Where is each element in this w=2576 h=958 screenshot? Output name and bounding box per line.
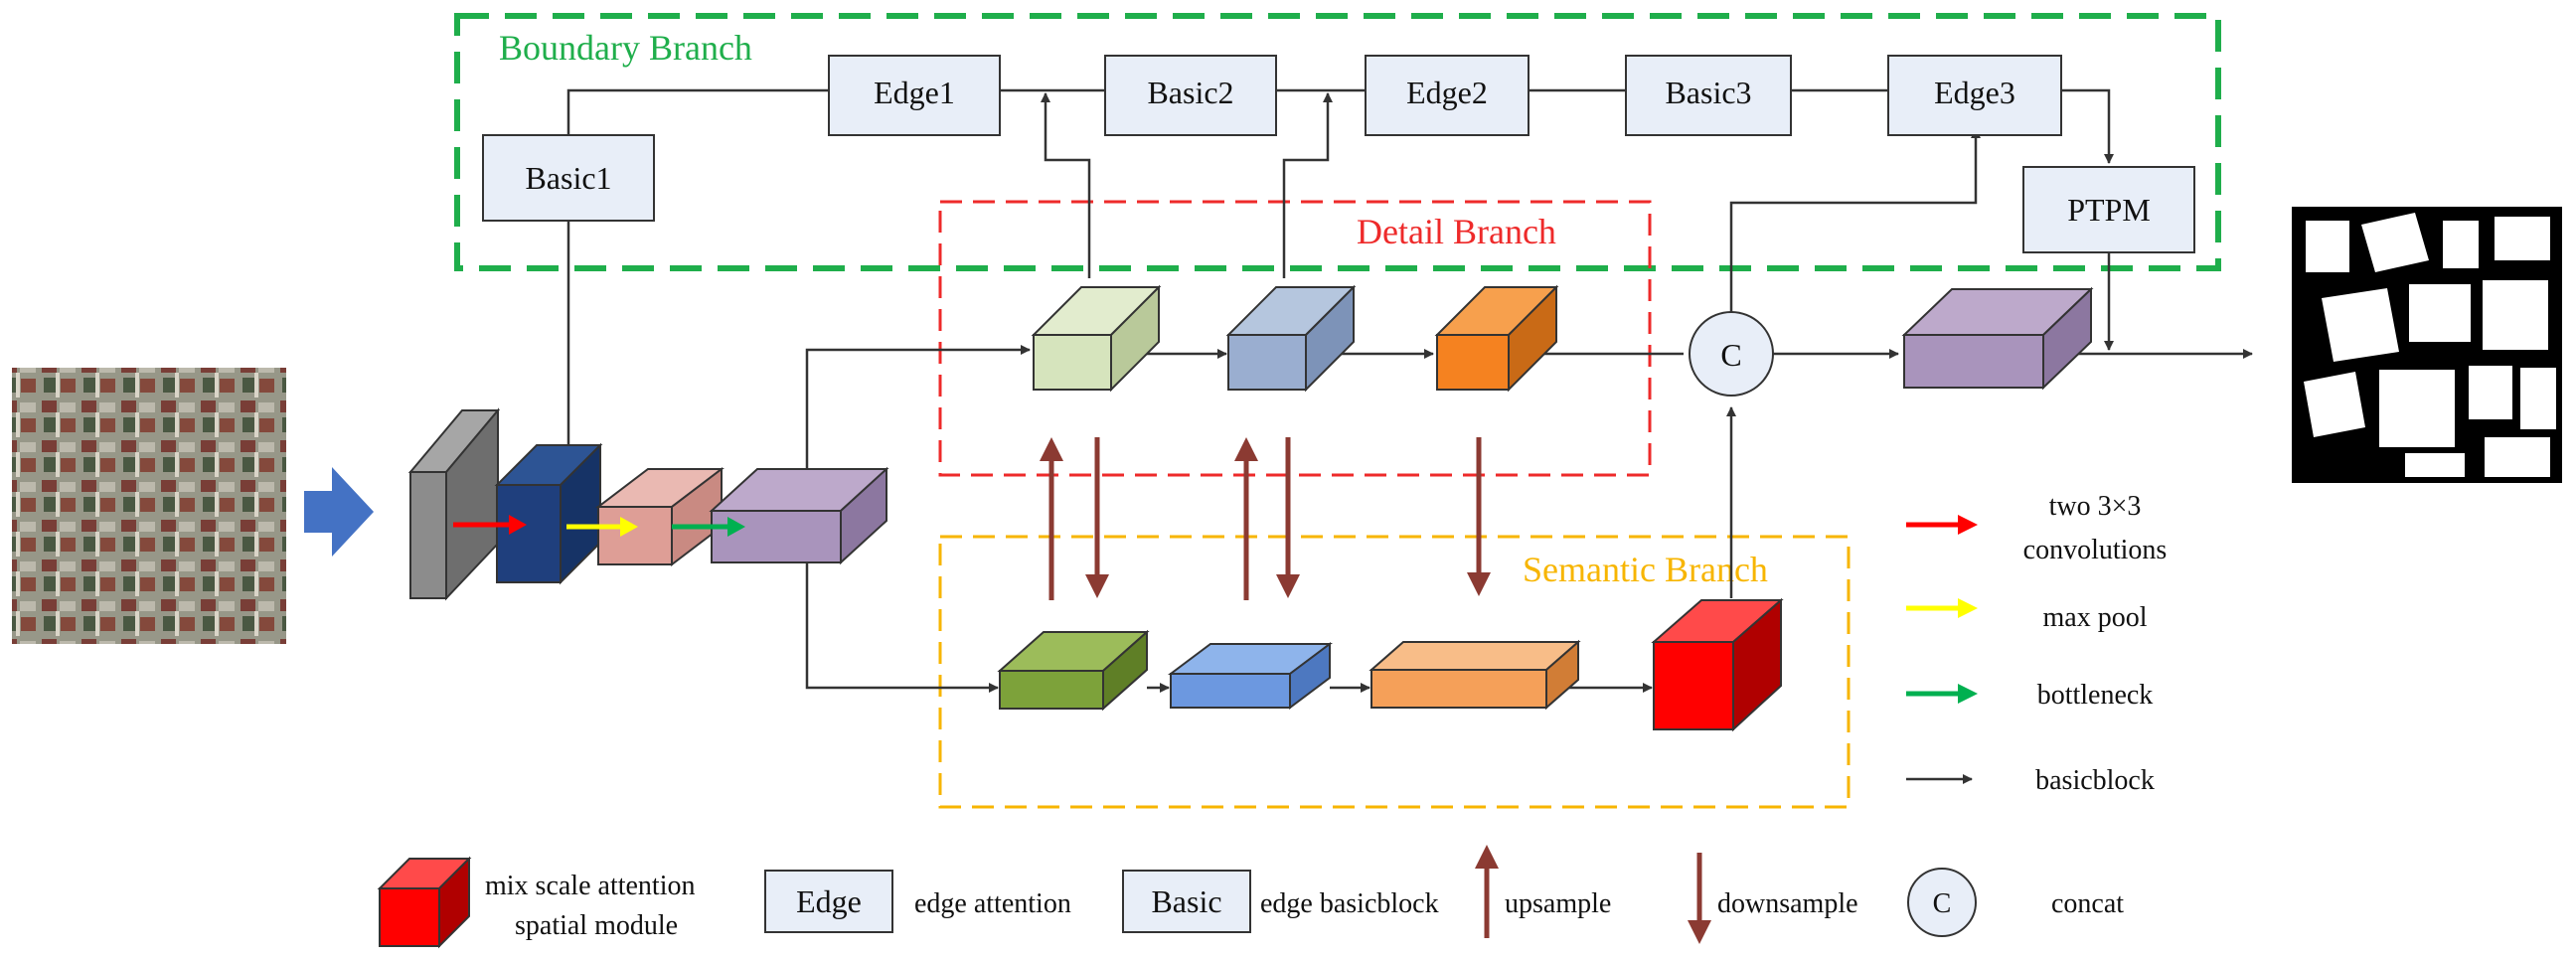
svg-text:C: C [1933, 888, 1952, 919]
detail-branch-title: Detail Branch [1357, 212, 1556, 251]
module-basic1: Basic1 [482, 134, 655, 222]
svg-text:PTPM: PTPM [2067, 192, 2151, 228]
boundary-branch-frame [454, 13, 2221, 271]
legend-basic-box [1122, 870, 1251, 933]
module-edge3: Edge3 [1887, 55, 2062, 136]
legend-bottom: mix scale attention spatial module Edge … [377, 845, 2124, 949]
svg-text:spatial module: spatial module [515, 910, 678, 941]
svg-text:downsample: downsample [1717, 888, 1858, 919]
encoder-cube-gray [407, 407, 501, 601]
svg-text:Basic: Basic [1151, 883, 1221, 919]
svg-text:concat: concat [2051, 888, 2124, 919]
detail-cube-orange [1434, 284, 1559, 393]
legend-edge-box [764, 870, 893, 933]
svg-text:Basic1: Basic1 [525, 160, 611, 196]
svg-text:Edge: Edge [796, 883, 862, 919]
boundary-branch-title: Boundary Branch [499, 28, 752, 68]
svg-text:C: C [1720, 337, 1741, 373]
sample-arrows [1040, 437, 1491, 600]
svg-text:upsample: upsample [1505, 888, 1611, 919]
boundary-connectors [566, 88, 2114, 453]
svg-text:edge basicblock: edge basicblock [1260, 888, 1439, 919]
semantic-cube-blue [1168, 642, 1333, 710]
svg-text:basicblock: basicblock [2035, 765, 2155, 796]
module-ptpm: PTPM [2022, 166, 2195, 253]
detail-cube-green [1031, 284, 1162, 393]
module-basic2: Basic2 [1104, 55, 1277, 136]
svg-text:Edge2: Edge2 [1406, 75, 1488, 110]
svg-text:Edge3: Edge3 [1934, 75, 2015, 110]
svg-text:edge attention: edge attention [914, 888, 1071, 919]
legend-upsample-icon [1475, 845, 1499, 938]
svg-text:Basic3: Basic3 [1665, 75, 1751, 110]
svg-text:Edge1: Edge1 [874, 75, 955, 110]
svg-text:Basic2: Basic2 [1147, 75, 1233, 110]
input-arrow [304, 467, 374, 557]
svg-text:two 3×3: two 3×3 [2049, 491, 2142, 522]
semantic-cube-orange [1368, 639, 1581, 711]
concat-node: C [1689, 311, 1774, 397]
svg-text:bottleneck: bottleneck [2037, 680, 2154, 711]
detail-cube-blue [1225, 284, 1357, 393]
legend-downsample-icon [1688, 853, 1711, 944]
svg-text:max pool: max pool [2043, 602, 2148, 633]
output-fusion-cube [1901, 286, 2094, 391]
semantic-cube-green [997, 629, 1150, 712]
legend-right: two 3×3 convolutions max pool bottleneck… [1906, 491, 2167, 796]
output-segmentation-map [2292, 207, 2562, 483]
semantic-branch-title: Semantic Branch [1523, 550, 1768, 589]
module-edge1: Edge1 [828, 55, 1001, 136]
encoder-cube-purple [709, 466, 889, 565]
input-satellite-image [12, 368, 286, 644]
svg-text:convolutions: convolutions [2023, 535, 2168, 565]
encoder-cube-navy [494, 442, 603, 585]
svg-text:mix scale attention: mix scale attention [485, 871, 696, 901]
mix-scale-attention-cube [1651, 597, 1784, 732]
legend-concat-icon [1907, 868, 1977, 937]
module-basic3: Basic3 [1625, 55, 1792, 136]
legend-mix-cube-icon [377, 856, 472, 949]
encoder-cube-pink [595, 466, 724, 567]
module-edge2: Edge2 [1365, 55, 1530, 136]
